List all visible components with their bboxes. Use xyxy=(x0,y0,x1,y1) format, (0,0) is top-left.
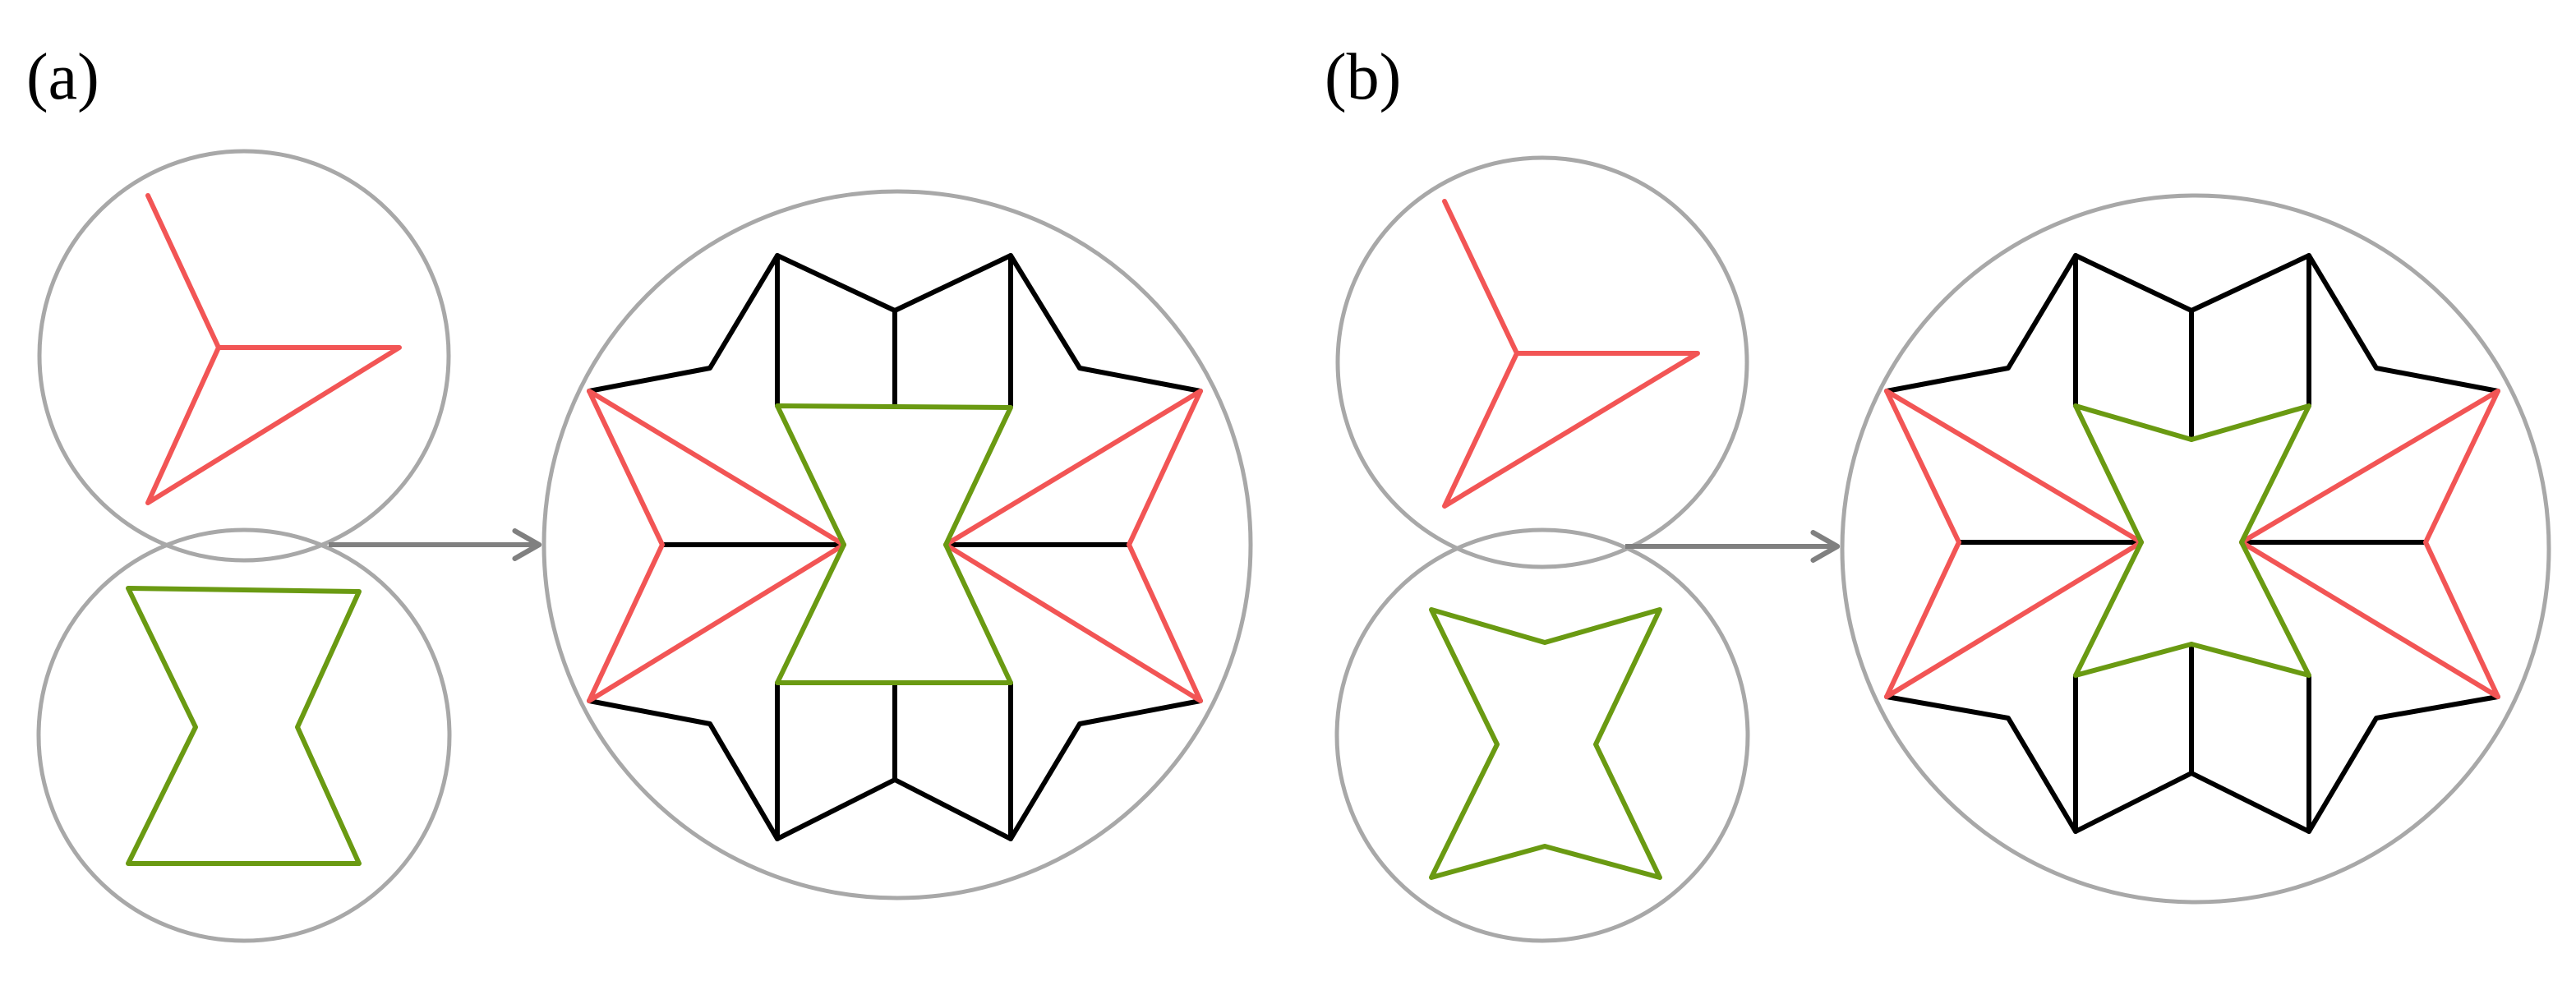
panel-a-assembly xyxy=(541,189,1253,900)
panel-b-red-left xyxy=(1884,389,2144,699)
panel-b-red-circle xyxy=(1335,155,1749,569)
panel-b-green-shape xyxy=(1429,607,1662,880)
panel-b-red-right xyxy=(2239,389,2500,699)
panel-b-red-shape xyxy=(1442,199,1700,509)
panel-b: (b) xyxy=(1325,41,2551,943)
panel-a-black-edges xyxy=(587,253,1203,841)
panel-a-red-circle xyxy=(37,149,451,563)
panel-a-green-center xyxy=(775,403,1013,685)
panel-a-red-piece xyxy=(37,149,451,563)
panel-a-green-circle xyxy=(36,527,452,943)
panel-a-red-right xyxy=(943,389,1203,703)
panel-a-green-piece xyxy=(36,527,452,943)
panel-a-big-circle xyxy=(541,189,1253,900)
panel-a-green-shape xyxy=(126,586,362,866)
panel-b-red-piece xyxy=(1335,155,1749,569)
panel-b-assembly xyxy=(1840,193,2551,905)
panel-a-red-shape xyxy=(145,193,402,505)
panel-b-green-center xyxy=(2073,403,2311,678)
panel-b-green-piece xyxy=(1334,527,1750,943)
panel-a-label: (a) xyxy=(26,41,99,113)
panel-b-big-circle xyxy=(1840,193,2551,905)
panel-b-label: (b) xyxy=(1325,41,1401,113)
panel-b-green-circle xyxy=(1334,527,1750,943)
panel-a-red-left xyxy=(587,389,846,703)
panel-b-black-edges xyxy=(1884,253,2500,834)
panel-a: (a) xyxy=(26,41,1253,943)
